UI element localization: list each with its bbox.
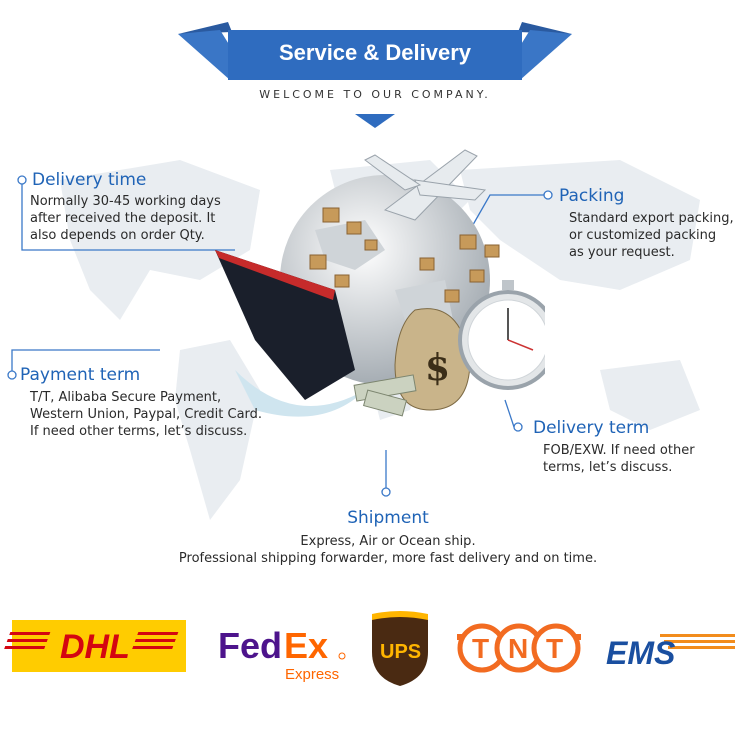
connector-lines [7, 175, 553, 497]
tnt-logo: T N T [457, 623, 581, 673]
section-title: Service & Delivery [278, 40, 472, 65]
ems-logo: EMS [606, 634, 735, 671]
delivery-term-text: FOB/EXW. If need other terms, let’s disc… [543, 443, 695, 475]
svg-text:Ex: Ex [284, 625, 328, 666]
payment-term-text: T/T, Alibaba Secure Payment, Western Uni… [30, 390, 263, 439]
carrier-logos: DHL Fed Ex Express UPS T N T EMS [4, 611, 735, 686]
stopwatch-icon [458, 280, 545, 390]
packing-text: Standard export packing, or customized p… [569, 211, 734, 260]
svg-text:Fed: Fed [218, 625, 282, 666]
svg-text:N: N [508, 633, 528, 664]
shipment-heading: Shipment [347, 508, 429, 528]
fedex-logo: Fed Ex Express [218, 625, 346, 683]
delivery-time-heading: Delivery time [32, 170, 147, 190]
cardboard-boxes-icon [309, 207, 500, 303]
dhl-logo: DHL [4, 620, 186, 672]
delivery-term-heading: Delivery term [533, 418, 650, 438]
payment-term-heading: Payment term [20, 365, 141, 385]
svg-text:UPS: UPS [380, 641, 421, 663]
svg-text:$: $ [425, 347, 450, 389]
airplane-icon [364, 149, 487, 221]
ship-icon [215, 250, 365, 417]
delivery-time-text: Normally 30-45 working days after receiv… [30, 194, 221, 243]
cash-stack-icon [353, 374, 417, 417]
shipment-text: Express, Air or Ocean ship. Professional… [178, 534, 598, 566]
svg-text:DHL: DHL [60, 628, 130, 666]
header-ribbon [178, 22, 572, 80]
welcome-subtitle: WELCOME TO OUR COMPANY. [259, 88, 491, 101]
svg-text:EMS: EMS [606, 635, 676, 671]
shipping-illustration: $ [215, 149, 545, 417]
ups-logo: UPS [372, 611, 428, 686]
down-arrow-icon [355, 114, 395, 128]
packing-heading: Packing [559, 186, 625, 206]
svg-text:Express: Express [285, 666, 339, 683]
svg-text:T: T [472, 633, 489, 664]
svg-text:T: T [546, 633, 563, 664]
